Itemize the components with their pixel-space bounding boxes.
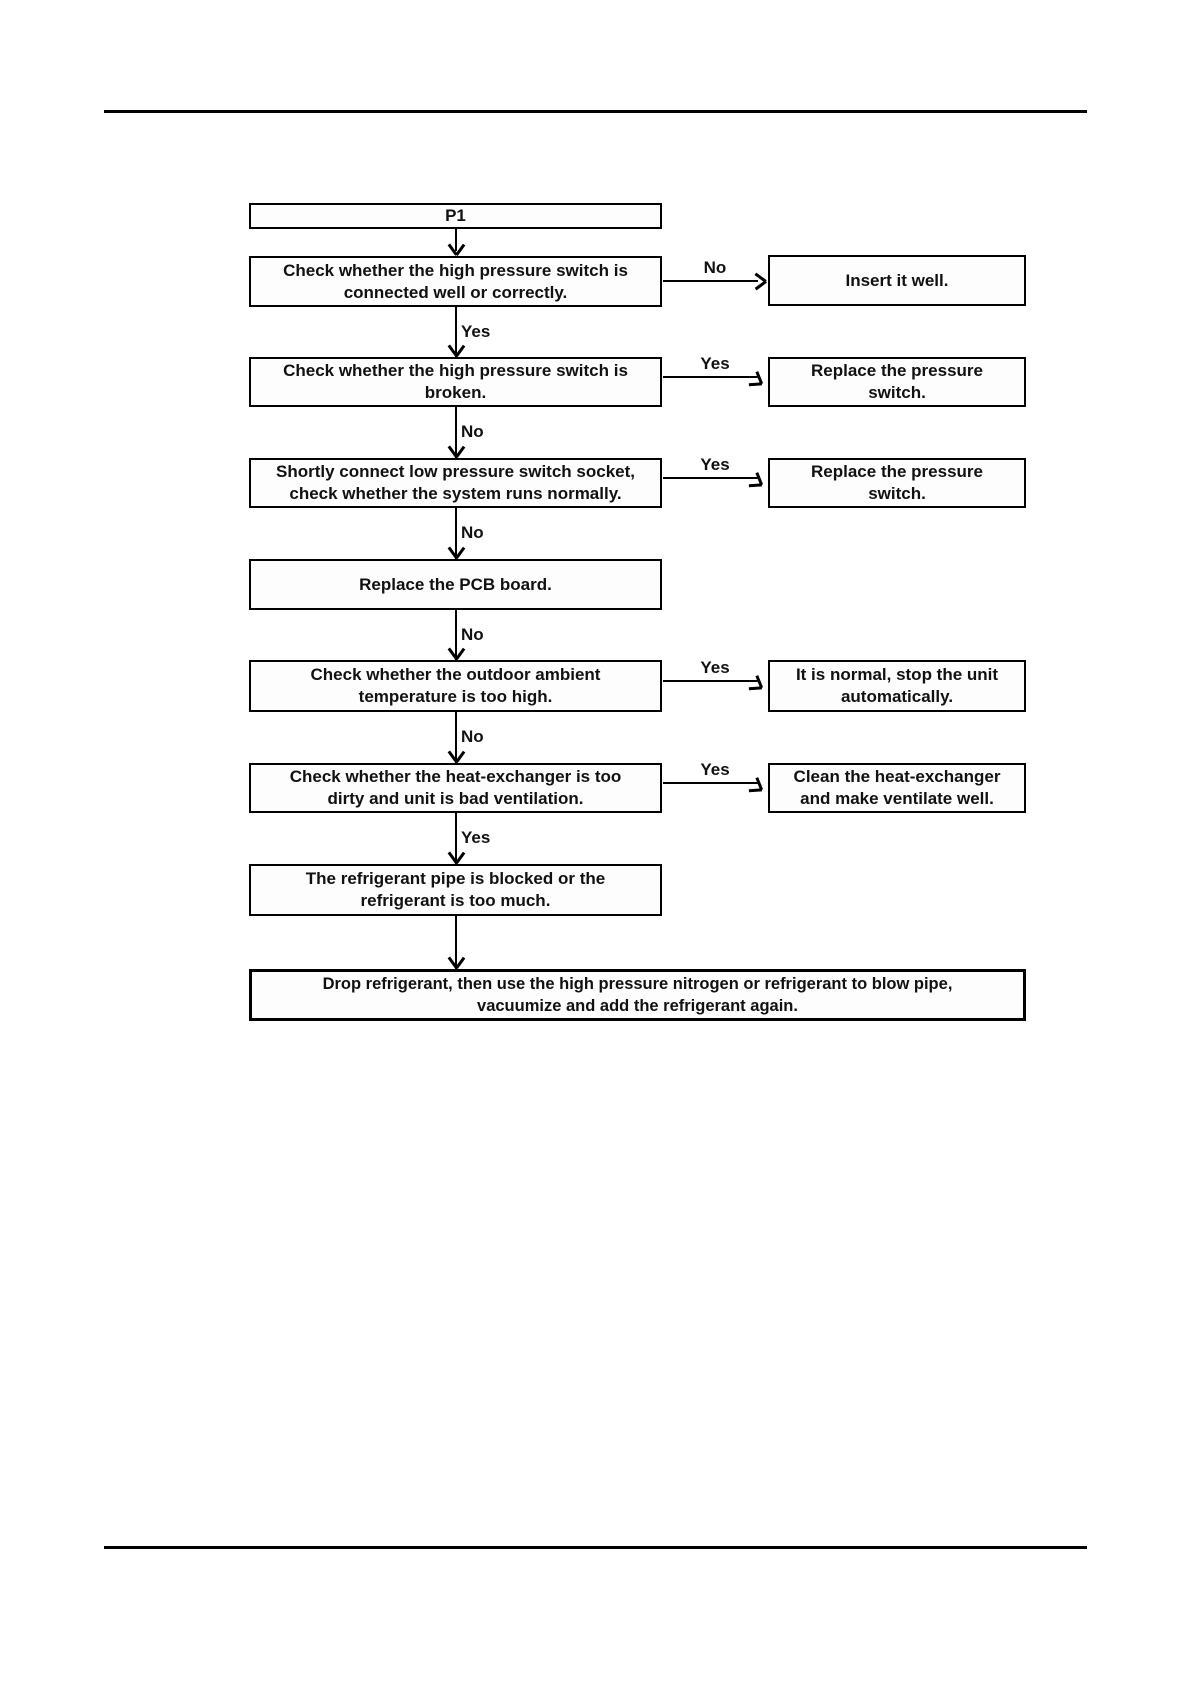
flow-start-p1: P1 (249, 203, 662, 229)
down-label-yes-1: Yes (461, 322, 491, 341)
flow-box-text: Replace the pressure switch. (811, 361, 983, 402)
arrow-down-line-2 (455, 407, 457, 458)
arrow-down-head-6 (448, 852, 464, 863)
flow-box-text: It is normal, stop the unit automaticall… (795, 665, 999, 706)
arrow-down-head-2 (448, 446, 464, 457)
arrow-down-head-4 (448, 648, 464, 659)
branch-label-yes-5: Yes (700, 658, 730, 677)
flow-box-drop-refrigerant: Drop refrigerant, then use the high pres… (249, 969, 1026, 1021)
flow-box-text: Drop refrigerant, then use the high pres… (322, 975, 953, 1015)
arrow-down-head-3 (448, 547, 464, 558)
down-label-no-3: No (461, 523, 484, 542)
arrow-down-head-0 (448, 244, 464, 255)
flow-box-clean-heat-exchanger: Clean the heat-exchanger and make ventil… (768, 763, 1026, 813)
flow-box-text: Shortly connect low pressure switch sock… (276, 462, 635, 503)
flow-box-replace-pressure-switch-1: Replace the pressure switch. (768, 357, 1026, 407)
flow-box-text: Check whether the outdoor ambient temper… (310, 665, 601, 706)
flow-start-label: P1 (445, 206, 466, 225)
arrow-right-line-1 (663, 280, 758, 282)
arrow-right-line-2 (663, 376, 758, 378)
flow-box-text: Clean the heat-exchanger and make ventil… (793, 767, 1001, 808)
arrow-down-line-0 (455, 229, 457, 251)
flow-box-check-heat-exchanger-dirty: Check whether the heat-exchanger is too … (249, 763, 662, 813)
flow-box-text: Replace the pressure switch. (811, 462, 983, 503)
arrow-down-head-1 (448, 345, 464, 356)
arrow-down-line-7 (455, 916, 457, 969)
flow-box-check-hp-switch-connected: Check whether the high pressure switch i… (249, 256, 662, 307)
down-label-no-2: No (461, 422, 484, 441)
branch-label-yes-3: Yes (700, 455, 730, 474)
arrow-down-head-7 (448, 957, 464, 968)
down-label-no-5: No (461, 727, 484, 746)
arrow-right-line-6 (663, 782, 758, 784)
arrow-down-head-5 (448, 751, 464, 762)
flow-box-check-outdoor-ambient-temp: Check whether the outdoor ambient temper… (249, 660, 662, 712)
arrow-down-line-6 (455, 813, 457, 864)
flow-box-text: Check whether the high pressure switch i… (283, 260, 628, 302)
arrow-right-line-3 (663, 477, 758, 479)
flow-box-text: The refrigerant pipe is blocked or the r… (305, 869, 606, 910)
arrow-right-head-1 (753, 273, 766, 289)
down-label-yes-6: Yes (461, 828, 491, 847)
flow-box-text: Check whether the high pressure switch i… (283, 361, 628, 402)
flow-box-refrigerant-pipe-blocked: The refrigerant pipe is blocked or the r… (249, 864, 662, 916)
arrow-down-line-1 (455, 307, 457, 357)
footer-rule (104, 1546, 1087, 1549)
flow-box-replace-pcb-board: Replace the PCB board. (249, 559, 662, 610)
arrow-down-line-5 (455, 712, 457, 763)
arrow-down-line-3 (455, 508, 457, 559)
branch-label-no-1: No (703, 258, 727, 277)
flow-box-text: Insert it well. (845, 270, 949, 290)
header-rule (104, 110, 1087, 113)
flow-box-text: Replace the PCB board. (359, 574, 552, 594)
flow-box-check-hp-switch-broken: Check whether the high pressure switch i… (249, 357, 662, 407)
flow-box-short-connect-lp-socket: Shortly connect low pressure switch sock… (249, 458, 662, 508)
flow-box-text: Check whether the heat-exchanger is too … (289, 767, 622, 808)
branch-label-yes-6: Yes (700, 760, 730, 779)
arrow-down-line-4 (455, 610, 457, 660)
flow-box-replace-pressure-switch-2: Replace the pressure switch. (768, 458, 1026, 508)
flow-box-insert-it-well: Insert it well. (768, 255, 1026, 306)
arrow-right-line-5 (663, 680, 758, 682)
down-label-no-4: No (461, 625, 484, 644)
flow-box-normal-stop-unit: It is normal, stop the unit automaticall… (768, 660, 1026, 712)
branch-label-yes-2: Yes (700, 354, 730, 373)
